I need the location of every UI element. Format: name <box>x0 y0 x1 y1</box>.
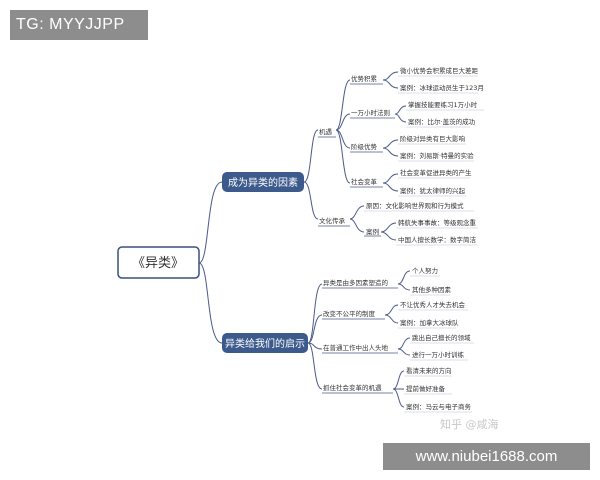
b2-group-1: 异类是由多因素塑造的 <box>323 278 389 287</box>
opp-group-3-item-2: 案例：刘易斯·特曼的实验 <box>400 151 474 160</box>
connector-g3-l1 <box>382 139 399 149</box>
connector-g1-l2 <box>382 79 399 89</box>
b2-group-4: 抓住社会变革的机遇 <box>323 383 382 392</box>
opp-group-3-item-1: 阶级对异类有巨大影响 <box>400 134 466 143</box>
connector-culture-cause <box>349 205 365 220</box>
connector-g2-l2 <box>394 113 407 123</box>
opp-group-1-item-2: 案例：冰球运动员生于123月 <box>400 83 484 92</box>
connector-g2-l1 <box>394 105 407 115</box>
connector-b2g1-l2 <box>397 283 411 291</box>
connector-b2g2-l1 <box>384 304 399 316</box>
zhihu-watermark: 知乎 @咸海 <box>440 418 499 431</box>
b2-group-4-item-1: 看清未来的方向 <box>406 366 452 375</box>
opp-group-1: 优势积累 <box>351 74 378 83</box>
opp-group-4-item-1: 社会变革促进异类的产生 <box>400 168 472 177</box>
connector-root-branch1 <box>198 181 223 264</box>
opportunity-node: 机遇 <box>319 127 333 136</box>
opp-group-4: 社会变革 <box>351 177 378 186</box>
opp-group-1-item-1: 微小优势会积累成巨大差距 <box>400 66 479 75</box>
connector-b2-g4 <box>307 342 323 390</box>
culture-node: 文化传承 <box>319 216 346 225</box>
b2-group-2-item-1: 不让优秀人才失去机会 <box>400 300 466 309</box>
connector-b2-g1 <box>307 283 323 344</box>
opp-group-3: 阶级优势 <box>351 142 378 151</box>
opp-group-4-item-2: 案例：犹太律师的兴起 <box>400 186 466 195</box>
connector-b1-culture <box>303 181 319 220</box>
b2-group-1-item-1: 个人努力 <box>412 266 438 275</box>
b2-group-2: 改变不公平的制度 <box>323 309 376 318</box>
connector-g4-l2 <box>382 182 399 192</box>
branch2-node: 异类给我们的启示 <box>225 337 305 350</box>
connector-g3-l2 <box>382 147 399 157</box>
opp-group-2: 一万小时法则 <box>351 108 390 117</box>
connector-root-branch2 <box>198 262 223 344</box>
connector-case-l1 <box>380 222 397 233</box>
connector-b2-g2 <box>307 314 323 344</box>
culture-case-label: 案例 <box>366 227 379 236</box>
b2-group-2-item-2: 案例：加拿大冰球队 <box>400 318 459 327</box>
connector-b1-opportunity <box>303 129 319 183</box>
root-node-box <box>117 246 200 279</box>
b2-group-4-item-2: 提前做好准备 <box>406 384 446 393</box>
culture-cause: 原因：文化影响世界观和行为模式 <box>366 201 464 210</box>
watermark-bottom: www.niubei1688.com <box>383 443 590 470</box>
culture-case-2: 中国人擅长数学：数字简洁 <box>398 235 477 244</box>
b2-group-3-item-2: 进行一万小时训练 <box>412 350 465 359</box>
root-node: 《异类》 <box>132 256 184 271</box>
connector-opp-g1 <box>335 79 351 131</box>
connector-case-l2 <box>380 231 397 241</box>
connector-b2g3-l1 <box>397 337 411 350</box>
branch1-node-box <box>222 172 304 192</box>
b2-group-1-item-2: 其他多种因素 <box>412 285 452 294</box>
connector-g4-l1 <box>382 173 399 184</box>
connector-culture-case <box>349 218 365 233</box>
watermark-top: TG: MYYJJPP <box>10 10 148 40</box>
connector-opp-g4 <box>335 129 351 184</box>
connector-b2g1-l1 <box>397 270 411 285</box>
connector-b2g2-l2 <box>384 314 399 324</box>
connector-b2g4-l3 <box>392 388 405 408</box>
b2-group-4-item-3: 案例：马云与电子商务 <box>406 402 472 411</box>
b2-group-3-item-1: 跳出自己擅长的领域 <box>412 333 471 342</box>
branch1-node: 成为异类的因素 <box>228 176 298 189</box>
culture-case-1: 韩航失事事故：等级观念重 <box>398 218 477 227</box>
branch2-node-box <box>222 333 308 353</box>
connector-b2g3-l2 <box>397 348 411 356</box>
opp-group-2-item-2: 案例：比尔·盖茨的成功 <box>408 117 476 126</box>
b2-group-3: 在普通工作中出人头地 <box>323 343 389 352</box>
connector-b2g4-l1 <box>392 370 405 390</box>
opp-group-2-item-1: 掌握技能要练习1万小时 <box>408 100 478 109</box>
connector-opp-g2 <box>335 113 351 131</box>
connector-g1-l1 <box>382 71 399 81</box>
